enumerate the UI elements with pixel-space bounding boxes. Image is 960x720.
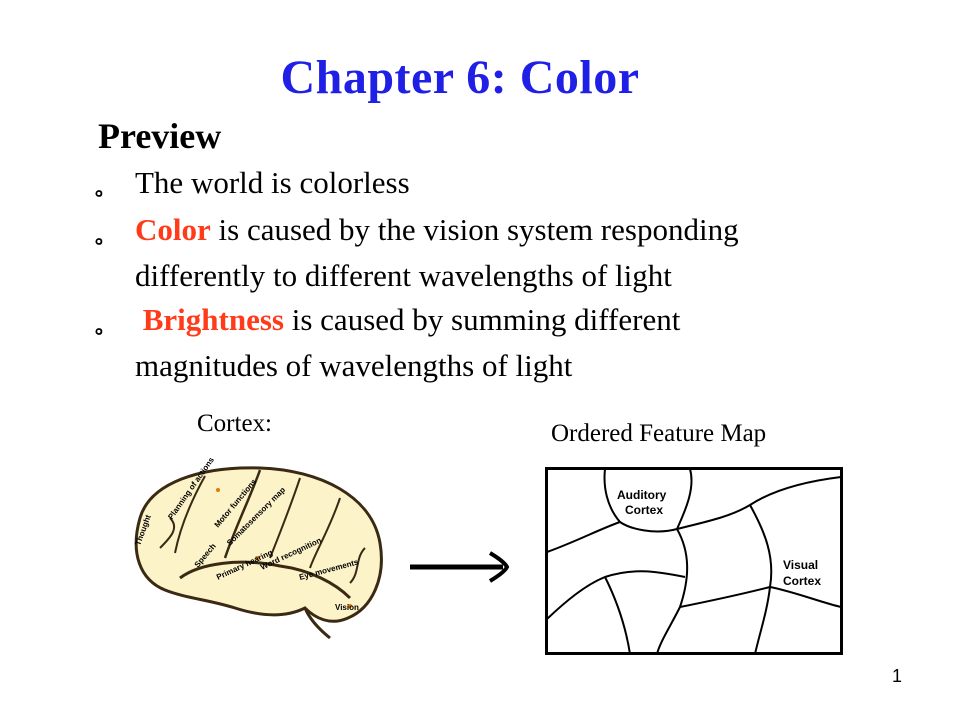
- bullet-text-rest: is caused by the vision system respondin…: [210, 212, 739, 247]
- brain-dot: [255, 556, 259, 560]
- map-border: [545, 467, 843, 655]
- bullet-text-continued: differently to different wavelengths of …: [135, 258, 672, 293]
- bullet-marker: 。: [95, 226, 115, 248]
- map-label: Auditory: [617, 488, 667, 502]
- slide-title: Chapter 6: Color: [280, 51, 640, 104]
- brain-illustration: Thought Planning of actions Motor functi…: [133, 458, 383, 640]
- brain-outline: [134, 466, 383, 623]
- bullet-text: The world is colorless: [135, 165, 410, 200]
- bullet-text-rest: is caused by summing different: [284, 302, 681, 337]
- brain-dot: [216, 488, 220, 492]
- bullet-marker: 。: [95, 178, 115, 200]
- section-heading: Preview: [98, 116, 222, 156]
- arrow-right-icon: [410, 551, 510, 583]
- brain-sulcus: [174, 475, 206, 554]
- highlight-term: Brightness: [142, 302, 284, 337]
- bullet-text: Color is caused by the vision system res…: [135, 212, 739, 248]
- cortex-label: Cortex:: [197, 410, 272, 437]
- map-boundary: [546, 521, 621, 553]
- map-boundary: [676, 476, 842, 530]
- map-label: Cortex: [625, 503, 663, 517]
- bullet-text-continued: magnitudes of wavelengths of light: [135, 348, 573, 383]
- brain-sulcus: [309, 497, 341, 569]
- brain-sulcus: [223, 469, 262, 559]
- highlight-term: Color: [135, 212, 211, 247]
- map-label: Cortex: [783, 574, 821, 588]
- brain-sulcus: [349, 547, 366, 584]
- map-boundary: [749, 504, 773, 655]
- feature-map-diagram: Auditory Cortex Visual Cortex: [545, 467, 843, 655]
- brain-stem: [303, 607, 331, 640]
- brain-sulcus: [159, 517, 176, 549]
- map-boundary: [769, 586, 842, 608]
- brain-sulcus: [269, 477, 301, 559]
- map-boundary: [604, 576, 631, 655]
- bullet-text: Brightness is caused by summing differen…: [135, 302, 681, 338]
- map-boundary: [679, 586, 771, 608]
- feature-map-label: Ordered Feature Map: [551, 420, 767, 447]
- page-number: 1: [891, 666, 902, 686]
- arrow-head: [488, 551, 510, 583]
- brain-fissure: [179, 560, 352, 600]
- map-label: Visual: [783, 558, 818, 572]
- brain-label: Vision: [335, 603, 359, 612]
- brain-dot: [348, 604, 352, 608]
- map-boundary: [603, 468, 693, 533]
- bullet-marker: 。: [95, 316, 115, 338]
